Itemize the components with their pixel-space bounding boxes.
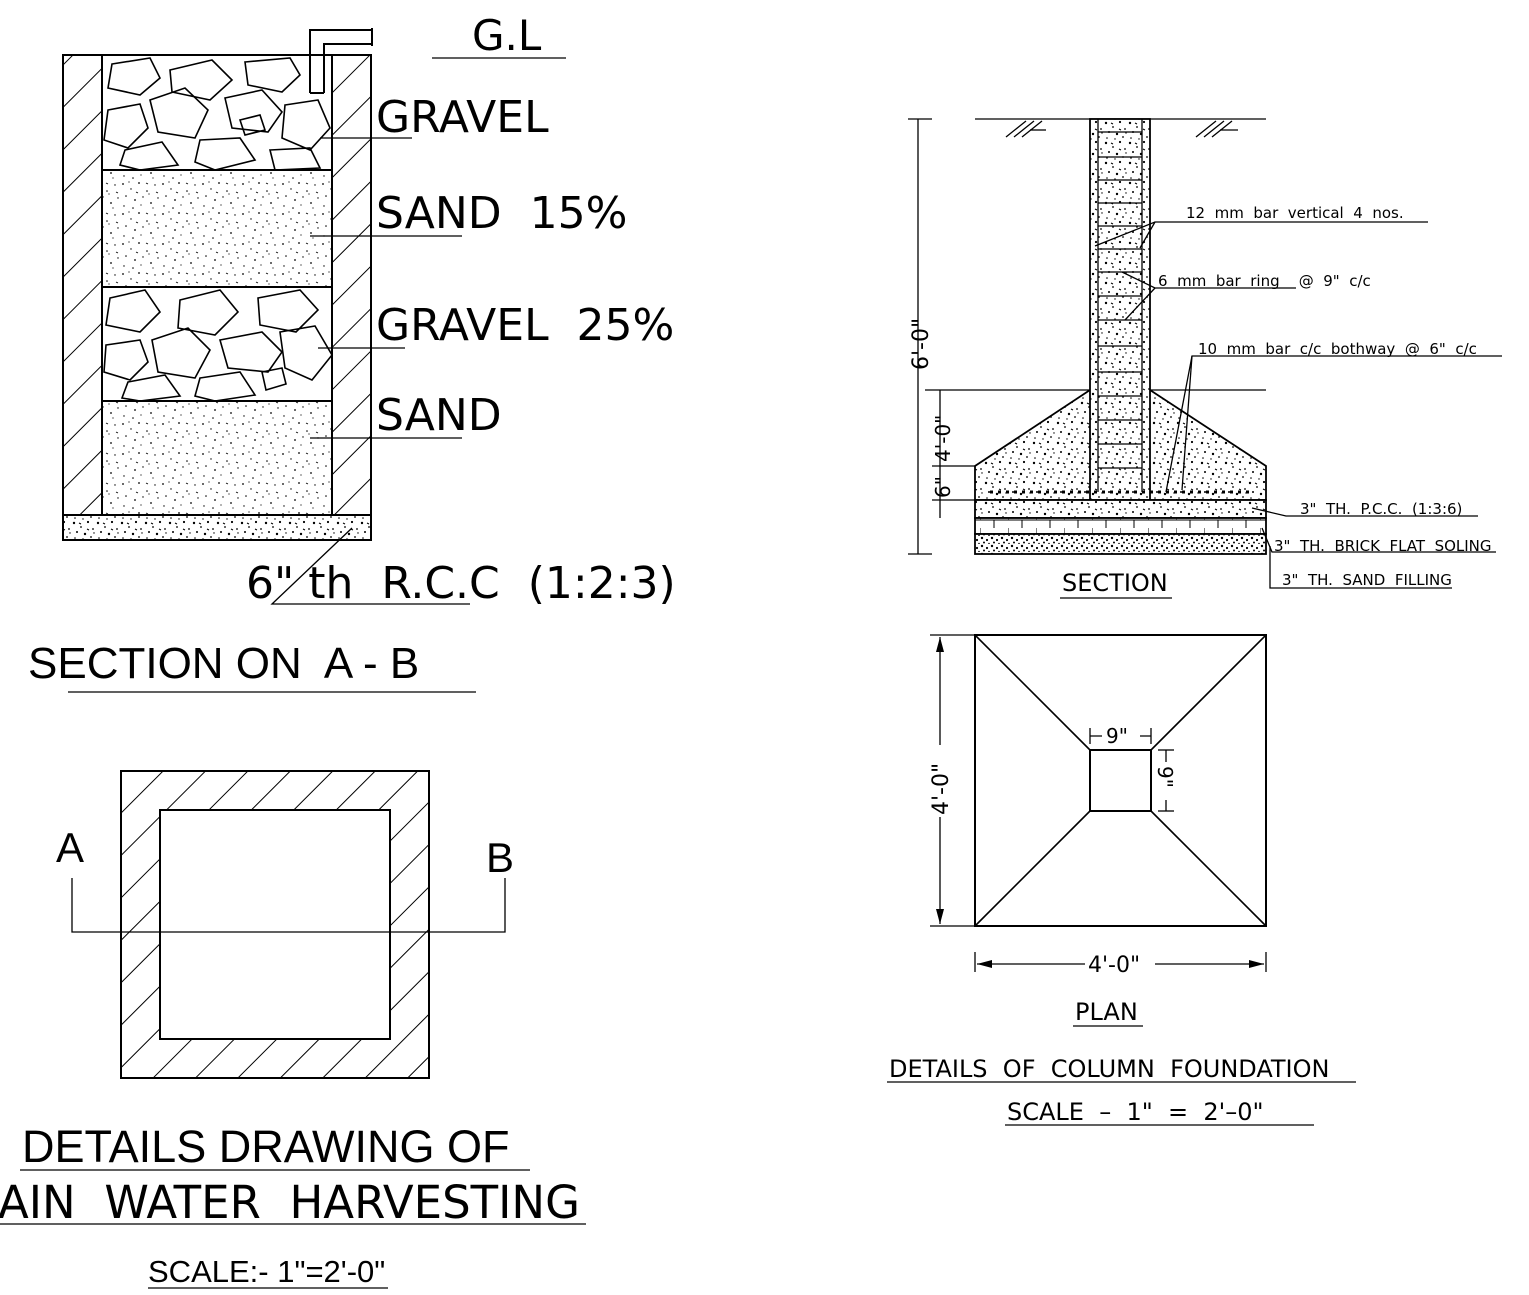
plan-column-width: 9" — [1106, 724, 1128, 748]
column-concrete — [1089, 118, 1151, 501]
plan-column-height: 9" — [1153, 766, 1177, 788]
drawing-title-line2: AIN WATER HARVESTING — [0, 1176, 580, 1229]
note-sand-filling: 3" TH. SAND FILLING — [1282, 571, 1452, 589]
rwh-section-view: G.L GRAVEL SAND 15% GRAVEL 25% SAND 6" t… — [28, 11, 676, 693]
dim-base-thickness: 6" — [931, 476, 955, 498]
earth-symbol-right — [1195, 120, 1238, 138]
gravel-layer-top — [103, 57, 331, 170]
right-wall-hatch — [331, 54, 372, 516]
gl-label: G.L — [472, 11, 542, 60]
rcc-base-slab — [62, 514, 372, 541]
note-ring-bars: 6 mm bar ring @ 9" c/c — [1158, 272, 1371, 290]
sand-filling-layer — [974, 533, 1267, 555]
layer-label-sand-15: SAND 15% — [376, 188, 627, 239]
right-scale-label: SCALE – 1" = 2'–0" — [1007, 1098, 1264, 1126]
brick-soling-layer — [974, 517, 1267, 535]
column-section-title: SECTION — [1062, 569, 1168, 597]
section-label-b: B — [486, 834, 514, 881]
section-ab-title: SECTION ON A - B — [28, 639, 419, 688]
sand-layer-15 — [101, 169, 333, 288]
earth-symbol-left — [1005, 120, 1046, 138]
plan-wall-hatch — [120, 770, 430, 1079]
column-foundation-title: DETAILS OF COLUMN FOUNDATION — [889, 1055, 1329, 1083]
sand-layer-bottom — [101, 400, 333, 516]
section-cut-line — [71, 878, 506, 933]
pcc-layer — [974, 499, 1267, 519]
note-mesh-bars: 10 mm bar c/c bothway @ 6" c/c — [1198, 340, 1477, 358]
footing-outline — [974, 634, 1267, 927]
column-rings — [1098, 131, 1142, 469]
gravel-layer-25 — [103, 289, 332, 401]
column-plan-view: 4'-0" 4'-0" 9" 9" PLAN — [926, 634, 1267, 1027]
dim-total-height: 6'-0" — [909, 318, 934, 370]
section-label-a: A — [56, 824, 84, 871]
note-brick-soling: 3" TH. BRICK FLAT SOLING — [1274, 537, 1492, 555]
dim-footing-height: 4'-0" — [931, 415, 955, 462]
inlet-pipe — [309, 29, 372, 94]
note-vertical-bars: 12 mm bar vertical 4 nos. — [1186, 204, 1404, 222]
column-plan-title: PLAN — [1075, 998, 1138, 1026]
layer-label-sand: SAND — [376, 390, 502, 441]
rcc-base-label: 6" th R.C.C (1:2:3) — [246, 558, 676, 609]
column-section-view: 6'-0" 4'-0" 6" 12 mm bar vertical 4 nos.… — [908, 118, 1502, 599]
layer-label-gravel-25: GRAVEL 25% — [376, 300, 674, 351]
rwh-title-block: DETAILS DRAWING OF AIN WATER HARVESTING … — [0, 1121, 586, 1289]
plan-dim-height: 4'-0" — [929, 763, 954, 815]
layer-label-gravel: GRAVEL — [376, 92, 549, 143]
column-title-block: DETAILS OF COLUMN FOUNDATION SCALE – 1" … — [887, 1055, 1356, 1126]
footing-slope-lines — [974, 634, 1267, 927]
note-pcc: 3" TH. P.C.C. (1:3:6) — [1300, 500, 1462, 518]
rwh-plan-view: A B — [56, 770, 514, 1079]
left-scale-label: SCALE:- 1"=2'-0" — [148, 1254, 385, 1289]
plan-dim-width: 4'-0" — [1088, 953, 1140, 978]
left-wall-hatch — [62, 54, 103, 516]
drawing-title-line1: DETAILS DRAWING OF — [22, 1121, 510, 1172]
column-outline — [1089, 749, 1152, 812]
